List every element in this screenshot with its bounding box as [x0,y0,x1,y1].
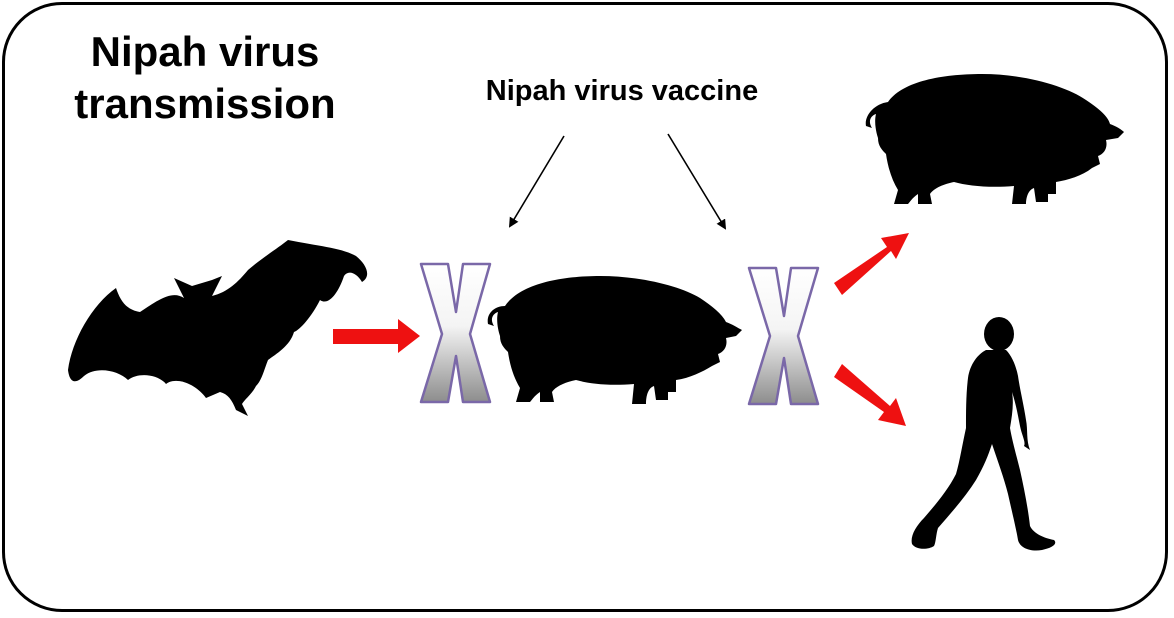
human-icon [911,317,1056,551]
vaccine-label: Nipah virus vaccine [485,75,759,107]
pig-icon [487,276,742,404]
bat-icon [68,240,368,416]
title-line-2: transmission [74,80,336,127]
arrow-bat-to-pig [333,319,420,353]
arrow-to-human [834,364,906,426]
pig-icon [865,74,1124,204]
vaccine-pointer-right [667,133,727,230]
title-line-1: Nipah virus [90,28,320,75]
vaccine-pointer-arrows [508,133,727,230]
arrow-to-pig [834,233,909,295]
vaccine-pointer-left [508,135,565,228]
x-block-icon [419,262,492,404]
x-block-icon [747,266,820,406]
diagram-title: Nipah virus transmission [40,26,370,130]
